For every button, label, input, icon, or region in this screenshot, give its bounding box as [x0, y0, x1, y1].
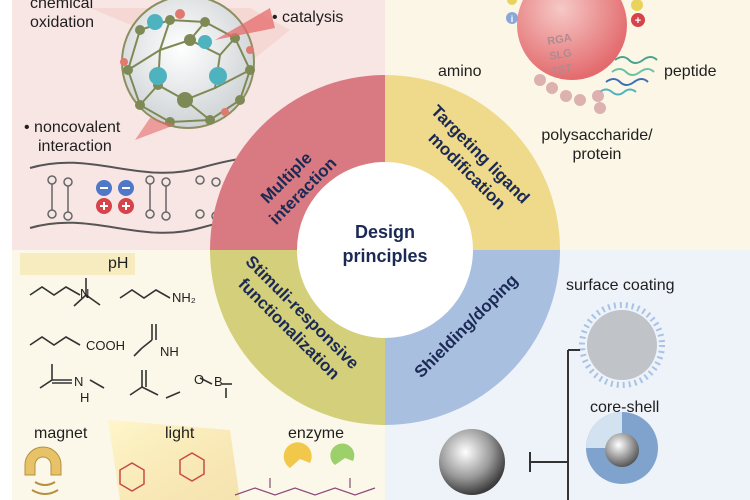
svg-text:RGA: RGA — [546, 32, 572, 48]
core-shell-particle — [586, 412, 658, 484]
enzyme-icons — [283, 442, 355, 468]
coated-particle — [579, 302, 665, 388]
bracket-connector — [529, 349, 580, 500]
n-plus-label: N — [80, 286, 90, 301]
enzyme-label: enzyme — [288, 425, 345, 442]
surface-coating-label: surface coating — [566, 277, 675, 294]
magnet-icon — [24, 446, 62, 495]
peptide-label: peptide — [664, 63, 717, 80]
b-label: B — [214, 374, 223, 389]
peptide-chain — [234, 478, 376, 496]
peptide-letters: RGA SLG TST — [546, 32, 573, 78]
nh2-label: NH₂ — [172, 290, 196, 305]
polysaccharide-label: polysaccharide/ protein — [541, 127, 653, 163]
center-title-line1: Design — [354, 222, 415, 242]
ligand-nanoparticle: i + — [506, 0, 658, 114]
catalysis-label: • catalysis — [272, 9, 344, 26]
cage-nanoparticle — [90, 0, 290, 140]
center-title: Design principles — [300, 220, 470, 268]
magnet-label: magnet — [34, 425, 88, 442]
bare-particle — [439, 429, 505, 495]
light-label: light — [165, 425, 195, 442]
chemical-oxidation-label: chemical oxidation — [30, 0, 95, 31]
photo-molecule — [119, 452, 205, 492]
nh-label: NH — [160, 344, 179, 359]
svg-text:SLG: SLG — [548, 47, 572, 63]
core-shell-label: core-shell — [590, 399, 660, 416]
ph-banner — [20, 253, 135, 275]
light-beam — [108, 420, 240, 500]
svg-text:i: i — [511, 14, 514, 24]
design-ring — [210, 75, 560, 425]
svg-text:+: + — [635, 15, 641, 27]
ph-label: pH — [108, 255, 129, 272]
cooh-label: COOH — [86, 338, 125, 353]
o-label: O — [194, 372, 205, 387]
ph-molecules — [29, 278, 232, 399]
svg-text:TST: TST — [550, 62, 573, 77]
noncovalent-label: • noncovalent interaction — [24, 119, 121, 155]
center-title-line2: principles — [342, 246, 428, 266]
h-label: H — [80, 390, 90, 405]
amino-label: amino — [438, 63, 482, 80]
n-label: N — [74, 374, 84, 389]
